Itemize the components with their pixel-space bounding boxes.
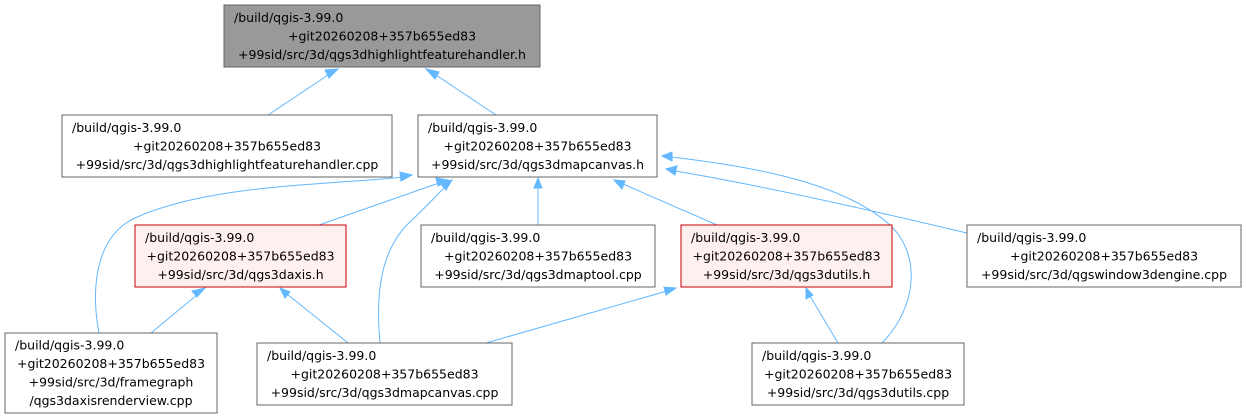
node-label-line: +99sid/src/3d/qgs3dhighlightfeaturehandl… [76,157,379,172]
node-label-line: +git20260208+357b655ed83 [692,248,880,263]
node-label-line: +git20260208+357b655ed83 [288,28,476,43]
edge-line [809,295,839,344]
edge-mapcanvascpp-to-mapcanvash [378,179,454,344]
node-mapcanvascpp[interactable]: /build/qgis-3.99.0 +git20260208+357b655ed… [256,342,513,406]
node-mapcanvash[interactable]: /build/qgis-3.99.0 +git20260208+357b655ed… [417,114,658,178]
edge-dutilscpp-to-mapcanvash [660,151,912,344]
node-dutilscpp[interactable]: /build/qgis-3.99.0 +git20260208+357b655ed… [751,342,965,406]
node-label-line: +git20260208+357b655ed83 [17,356,205,371]
node-window3d[interactable]: /build/qgis-3.99.0 +git20260208+357b655ed… [966,224,1242,288]
node-label-line: /build/qgis-3.99.0 [15,338,124,353]
edge-mapcanvash-to-root [424,68,497,116]
node-box [751,342,965,406]
node-root[interactable]: /build/qgis-3.99.0 +git20260208+357b655ed… [223,4,541,68]
node-box [134,224,347,288]
node-label-line: +99sid/src/3d/framegraph [29,375,194,390]
edge-line [150,293,199,334]
node-label-line: /build/qgis-3.99.0 [145,230,254,245]
edge-line [318,182,440,226]
node-label-line: +git20260208+357b655ed83 [146,248,334,263]
node-label-line: /build/qgis-3.99.0 [428,120,537,135]
edge-daxish-to-mapcanvash [318,177,450,226]
node-label-line: +git20260208+357b655ed83 [443,138,631,153]
edge-arrowhead [805,286,814,300]
node-maptool[interactable]: /build/qgis-3.99.0 +git20260208+357b655ed… [420,224,656,288]
node-label-line: +99sid/src/3d/qgs3dmaptool.cpp [434,267,642,282]
edge-maptool-to-mapcanvash [533,176,543,225]
edges-layer [95,68,968,344]
node-label-line: /qgs3daxisrenderview.cpp [29,393,192,408]
node-box [417,114,658,178]
edge-arrowhead [612,179,626,190]
edge-line [378,185,447,344]
node-label-line: /build/qgis-3.99.0 [431,230,540,245]
node-box [680,224,893,288]
edge-window3d-to-mapcanvash [664,165,968,234]
edge-mapcanvascpp-to-daxish [278,287,349,344]
edge-line [622,183,718,226]
edge-dutilsh-to-mapcanvash [612,179,718,226]
edge-arrowhead [324,68,340,79]
node-label-line: +git20260208+357b655ed83 [444,248,632,263]
edge-arrowhead [191,287,207,298]
node-label-line: +99sid/src/3d/qgs3dmapcanvas.cpp [271,385,499,400]
node-label-line: +99sid/src/3d/qgs3daxis.h [157,267,323,282]
node-box [966,224,1242,288]
edge-line [267,72,332,116]
node-label-line: +git20260208+357b655ed83 [1010,248,1198,263]
node-label-line: +99sid/src/3d/qgs3dhighlightfeaturehandl… [238,47,526,62]
edge-arrowhead [663,286,678,296]
edge-axisrender-to-mapcanvash [95,171,414,334]
edge-arrowhead [439,179,454,191]
node-daxish[interactable]: /build/qgis-3.99.0 +git20260208+357b655ed… [134,224,347,288]
node-axisrender[interactable]: /build/qgis-3.99.0 +git20260208+357b655ed… [4,332,218,414]
edge-line [670,156,912,344]
edge-arrowhead [424,68,440,80]
node-label-line: /build/qgis-3.99.0 [72,120,181,135]
node-dutilsh[interactable]: /build/qgis-3.99.0 +git20260208+357b655ed… [680,224,893,288]
edge-arrowhead [664,165,678,176]
edge-line [432,72,497,116]
node-label-line: +git20260208+357b655ed83 [290,366,478,381]
nodes-layer: /build/qgis-3.99.0 +git20260208+357b655ed… [4,4,1242,414]
edge-line [674,170,968,234]
node-box [420,224,656,288]
edge-arrowhead [399,171,414,182]
edge-arrowhead [278,287,291,299]
node-box [256,342,513,406]
edge-mapcanvascpp-to-dutilsh [485,286,678,344]
node-label-line: /build/qgis-3.99.0 [691,230,800,245]
edge-dutilscpp-to-dutilsh [805,286,839,344]
node-label-line: /build/qgis-3.99.0 [234,10,343,25]
edge-hlcpp-to-root [267,68,340,116]
edge-arrowhead [533,176,543,189]
node-label-line: /build/qgis-3.99.0 [267,348,376,363]
edge-line [95,176,404,334]
edge-arrowhead [660,151,673,162]
node-label-line: +99sid/src/3d/qgs3dmapcanvas.h [431,157,644,172]
node-box [61,114,393,178]
edge-line [286,293,349,344]
node-box [4,332,218,414]
node-label-line: +99sid/src/3d/qgs3dutils.h [703,267,871,282]
node-label-line: +git20260208+357b655ed83 [764,366,952,381]
edge-axisrender-to-daxish [150,287,207,334]
node-hlcpp[interactable]: /build/qgis-3.99.0 +git20260208+357b655ed… [61,114,393,178]
node-label-line: +99sid/src/3d/qgs3dutils.cpp [767,385,949,400]
node-label-line: +git20260208+357b655ed83 [133,138,321,153]
node-label-line: /build/qgis-3.99.0 [977,230,1086,245]
edge-line [485,290,668,344]
node-label-line: /build/qgis-3.99.0 [762,348,871,363]
node-label-line: +99sid/src/3d/qgswindow3dengine.cpp [981,267,1227,282]
node-box [223,4,541,68]
